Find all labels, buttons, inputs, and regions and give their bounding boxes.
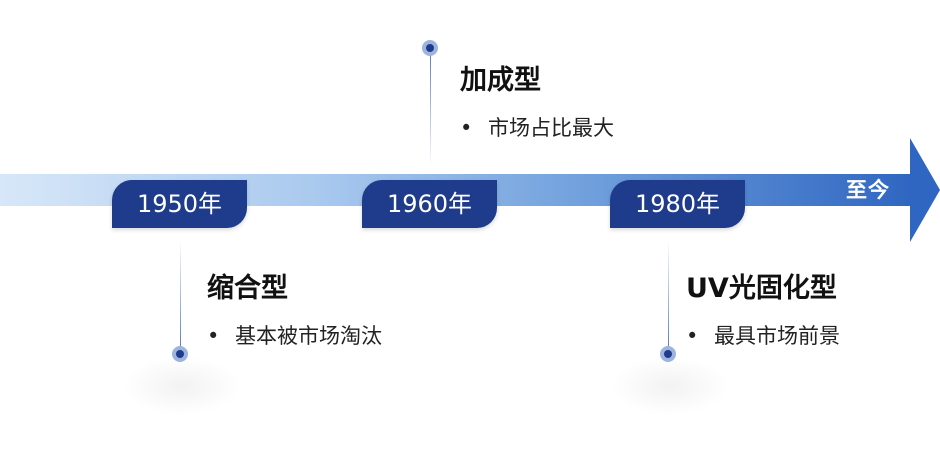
dot-glow-1950 bbox=[122, 356, 242, 416]
bullet-mark: • bbox=[460, 116, 473, 140]
connector-line-1960 bbox=[430, 52, 431, 168]
event-bullet-1960: • 市场占比最大 bbox=[460, 112, 614, 142]
event-bullet-text-1950: 基本被市场淘汰 bbox=[235, 324, 382, 348]
marker-dot-1950 bbox=[172, 346, 188, 362]
dot-glow-1980 bbox=[610, 356, 730, 416]
event-bullet-1980: • 最具市场前景 bbox=[686, 320, 840, 350]
event-bullet-text-1960: 市场占比最大 bbox=[488, 116, 614, 140]
connector-line-1950 bbox=[180, 240, 181, 348]
bullet-mark: • bbox=[207, 324, 220, 348]
marker-dot-1980 bbox=[660, 346, 676, 362]
marker-dot-1960 bbox=[422, 40, 438, 56]
year-badge-1960: 1960年 bbox=[362, 180, 497, 228]
bullet-mark: • bbox=[686, 324, 699, 348]
timeline-end-label: 至今 bbox=[846, 178, 890, 202]
event-title-1960: 加成型 bbox=[460, 65, 541, 96]
event-bullet-1950: • 基本被市场淘汰 bbox=[207, 320, 382, 350]
event-title-1950: 缩合型 bbox=[207, 273, 288, 304]
connector-line-1980 bbox=[668, 240, 669, 348]
event-bullet-text-1980: 最具市场前景 bbox=[714, 324, 840, 348]
event-title-1980: UV光固化型 bbox=[686, 273, 837, 304]
year-badge-1980: 1980年 bbox=[610, 180, 745, 228]
timeline-arrow-head bbox=[910, 138, 940, 242]
year-badge-1950: 1950年 bbox=[112, 180, 247, 228]
